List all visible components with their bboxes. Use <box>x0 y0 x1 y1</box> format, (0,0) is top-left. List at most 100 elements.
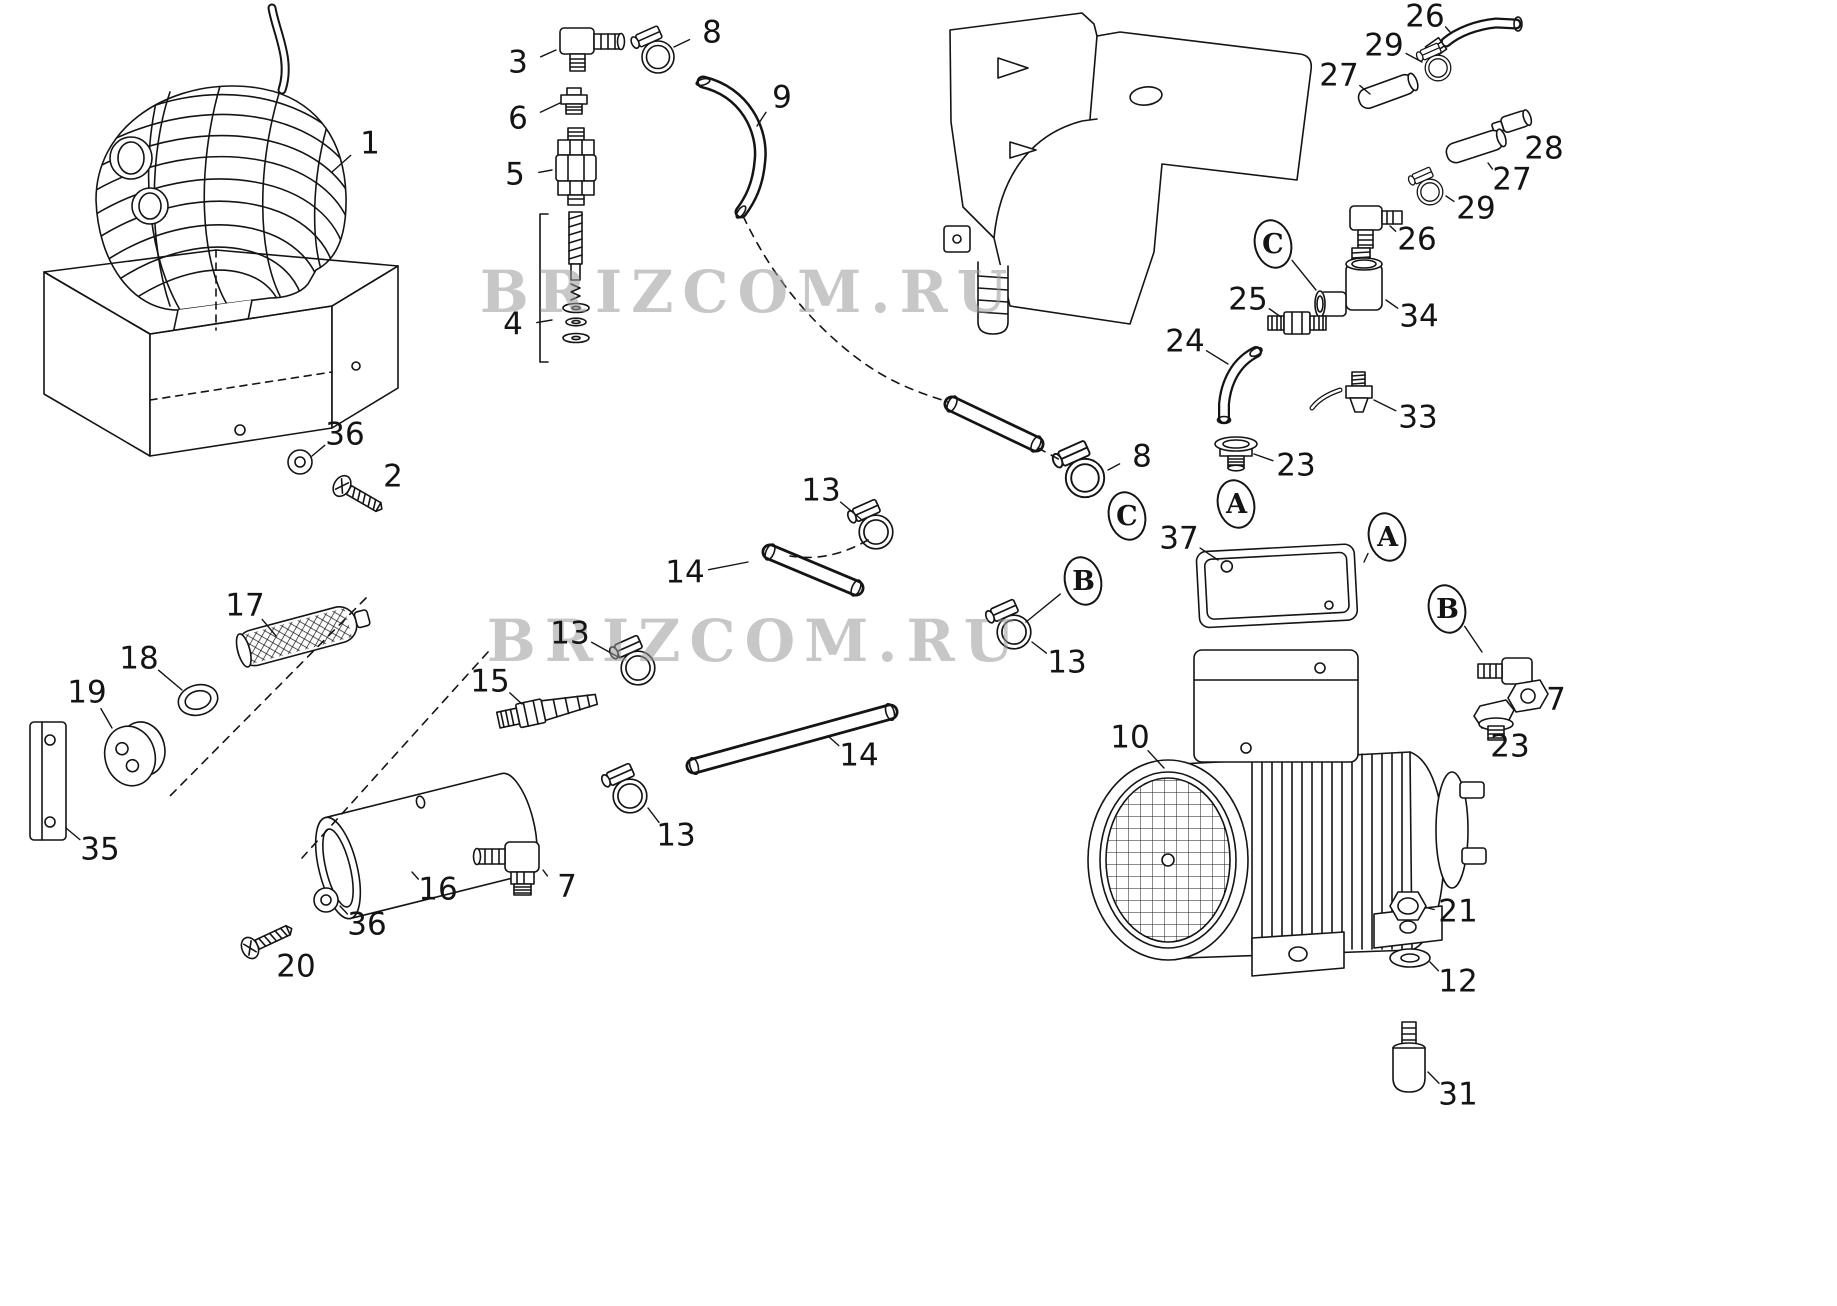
leader-line <box>540 49 557 58</box>
barb-fitting-15 <box>495 693 599 729</box>
fitting-6 <box>560 87 588 115</box>
part-callout-4: 4 <box>503 306 523 343</box>
cap-19 <box>103 721 166 787</box>
part-callout-12: 12 <box>1438 963 1478 1000</box>
rubber-foot-31 <box>1392 1021 1426 1093</box>
plug-fitting-23-right <box>1473 699 1515 741</box>
leader-line <box>707 561 749 571</box>
leader-line <box>1025 593 1062 623</box>
leader-line <box>100 707 113 729</box>
ref-marker-label: B <box>1435 593 1459 625</box>
leader-line <box>311 444 326 457</box>
elbow-fitting-3 <box>559 27 626 72</box>
leader-line <box>1385 299 1399 309</box>
leader-line <box>1291 259 1317 291</box>
part-callout-5: 5 <box>505 156 525 193</box>
leader-line <box>1031 641 1048 654</box>
hose-14-c <box>685 702 899 776</box>
part-callout-17: 17 <box>225 587 265 624</box>
leader-line <box>1205 350 1229 365</box>
nipple-25 <box>1267 311 1327 335</box>
screw-20 <box>240 924 293 960</box>
seal-ring-18 <box>177 683 219 717</box>
leader-line <box>673 38 691 48</box>
part-callout-31: 31 <box>1438 1076 1478 1113</box>
hose-clamp-13-a <box>845 498 894 550</box>
part-callout-13: 13 <box>801 472 841 509</box>
elbow-pipe-34 <box>1314 247 1383 318</box>
elbow-fitting-7-right <box>1477 657 1549 713</box>
leader-line <box>1405 52 1423 63</box>
tank-body <box>943 12 1313 335</box>
leader-line <box>1389 225 1397 232</box>
guide-lines <box>169 215 1065 859</box>
plug-28 <box>1491 109 1533 134</box>
leader-line <box>331 154 352 173</box>
leader-line <box>536 319 553 324</box>
part-callout-9: 9 <box>772 79 792 116</box>
part-callout-1: 1 <box>360 125 380 162</box>
part-callout-16: 16 <box>418 871 458 908</box>
part-callout-36: 36 <box>325 416 365 453</box>
hose-clamp-8-mid <box>1049 439 1106 499</box>
leader-line <box>1463 625 1483 653</box>
bushing-23 <box>1214 436 1258 472</box>
part-callout-26: 26 <box>1405 0 1445 35</box>
part-callout-19: 19 <box>67 674 107 711</box>
part-callout-20: 20 <box>276 948 316 985</box>
part-callout-26: 26 <box>1397 221 1437 258</box>
part-callout-23: 23 <box>1276 447 1316 484</box>
part-callout-27: 27 <box>1319 57 1359 94</box>
motor-pump-10 <box>1087 649 1487 977</box>
part-callout-7: 7 <box>1546 681 1566 718</box>
part-callout-8: 8 <box>702 14 722 51</box>
part-callout-25: 25 <box>1228 281 1268 318</box>
leader-line <box>1444 26 1451 33</box>
part-callout-29: 29 <box>1456 190 1496 227</box>
ref-marker-label: B <box>1071 565 1095 597</box>
part-callout-13: 13 <box>656 817 696 854</box>
part-callout-37: 37 <box>1159 520 1199 557</box>
washer-36-lower <box>313 887 339 913</box>
leader-line <box>827 735 840 747</box>
ref-marker-label: C <box>1116 500 1138 532</box>
washer-36-upper <box>287 449 313 475</box>
watermark-text: BRIZCOM.RU <box>479 258 1017 326</box>
leader-line <box>1427 907 1435 911</box>
hose-14-a <box>943 395 1045 453</box>
screw-2 <box>332 474 383 513</box>
leader-line <box>1107 463 1121 471</box>
part-callout-13: 13 <box>550 615 590 652</box>
part-callout-10: 10 <box>1110 719 1150 756</box>
bolt-assembly-4 <box>539 211 590 363</box>
leader-line <box>1268 308 1282 318</box>
leader-line <box>1147 750 1165 769</box>
hose-clamp-8-top <box>628 24 675 74</box>
part-callout-13: 13 <box>1047 644 1087 681</box>
leader-line <box>839 501 863 521</box>
part-callout-8: 8 <box>1132 438 1152 475</box>
part-callout-36: 36 <box>347 906 387 943</box>
leader-line <box>1427 1071 1440 1085</box>
hose-14-b <box>761 543 865 597</box>
leader-lines <box>65 26 1494 1085</box>
leader-line <box>542 869 549 877</box>
part-callout-2: 2 <box>383 458 403 495</box>
part-callout-24: 24 <box>1165 323 1205 360</box>
part-callout-35: 35 <box>80 831 120 868</box>
ref-marker-label: A <box>1376 521 1398 553</box>
nut-21 <box>1389 891 1427 921</box>
gasket-37 <box>1195 543 1359 629</box>
leader-line <box>756 111 767 127</box>
hose-piece-27-a <box>1357 72 1419 110</box>
leader-line <box>1253 453 1274 462</box>
leader-line <box>1199 547 1219 561</box>
washer-12 <box>1389 948 1431 968</box>
ref-marker-label: C <box>1262 228 1284 260</box>
part-callout-33: 33 <box>1398 399 1438 436</box>
part-callout-6: 6 <box>508 100 528 137</box>
part-callout-29: 29 <box>1364 27 1404 64</box>
part-callout-23: 23 <box>1490 728 1530 765</box>
